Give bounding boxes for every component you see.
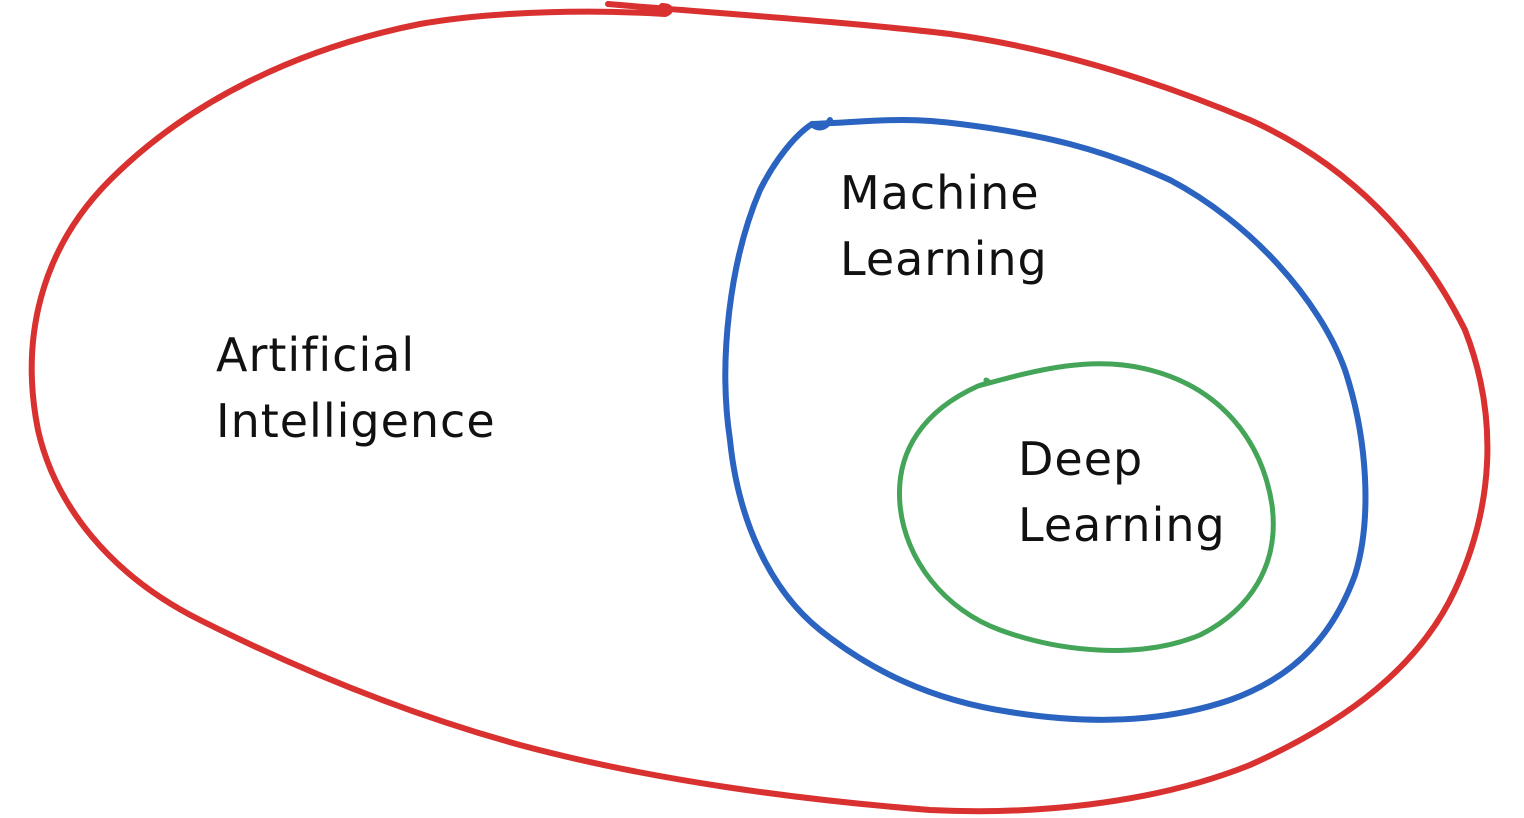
dl-label-line-2: Learning: [1018, 498, 1226, 552]
ml-label-line-1: Machine: [840, 166, 1040, 220]
dl-label: Deep Learning: [1018, 426, 1226, 558]
ml-label-line-2: Learning: [840, 232, 1048, 286]
ai-label-line-1: Artificial: [216, 328, 416, 382]
dl-label-line-1: Deep: [1018, 432, 1144, 486]
ai-label-line-2: Intelligence: [216, 394, 496, 448]
dl-set-outline: [896, 361, 1276, 653]
ml-label: Machine Learning: [840, 160, 1048, 292]
ai-label: Artificial Intelligence: [216, 322, 496, 454]
ml-set-outline: [722, 116, 1369, 723]
ai-set-outline: [28, 1, 1491, 815]
